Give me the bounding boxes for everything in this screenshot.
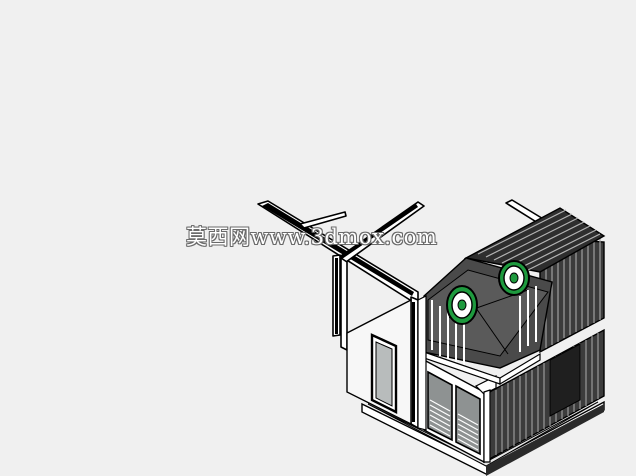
upper-container	[463, 207, 606, 354]
ventilation-fan-right	[498, 260, 530, 296]
lower-container	[483, 328, 605, 464]
left-wall	[346, 298, 412, 426]
roof-beam-frame	[257, 199, 546, 429]
ventilation-fan-left	[446, 285, 478, 325]
corner-posts	[417, 295, 491, 463]
watermark-text: 莫西网www.3dmox.com	[186, 225, 438, 249]
door-glass	[375, 341, 393, 407]
upper-deck	[423, 257, 553, 386]
lower-front-face	[423, 358, 497, 464]
